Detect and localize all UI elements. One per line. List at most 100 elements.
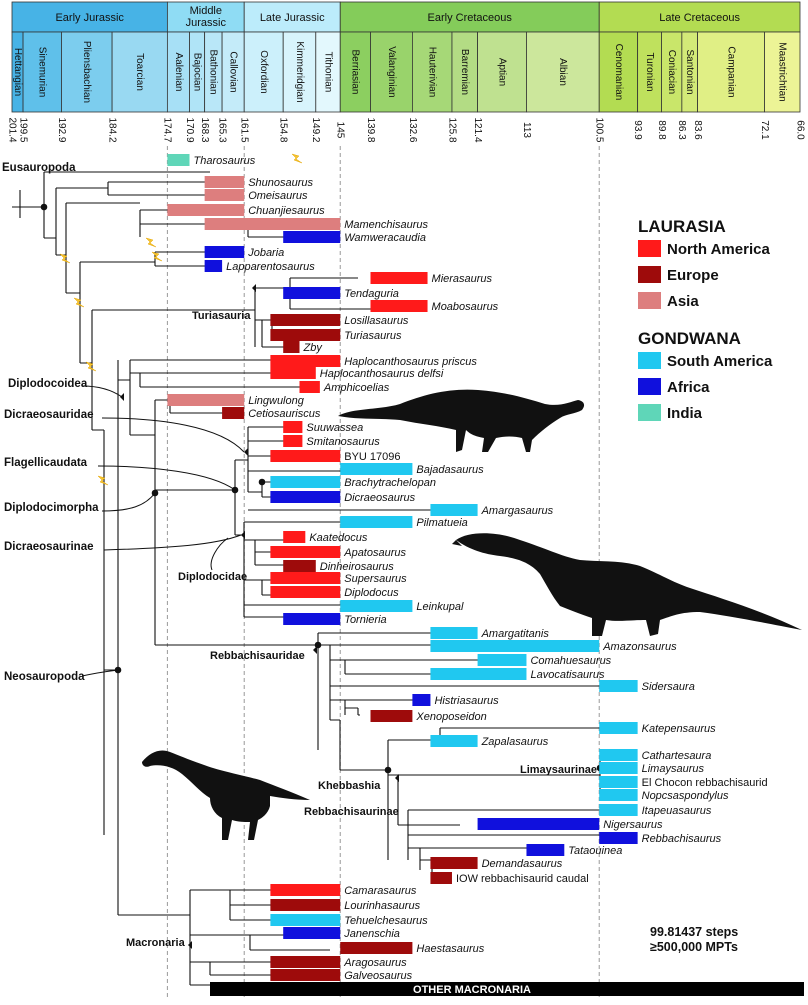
taxon-label-dinheirosaurus: Dinheirosaurus	[320, 561, 394, 573]
range-bar-nigersaurus	[477, 818, 600, 830]
tick-label: 113	[521, 122, 532, 138]
diplodocid-silhouette	[452, 533, 802, 636]
tick-label: 154.8	[278, 117, 289, 142]
range-bar-pilmatueia	[340, 516, 413, 528]
stage-label: Bathonian	[208, 49, 219, 94]
range-bar-amphicoelias	[299, 381, 320, 393]
range-bar-aragosaurus	[270, 956, 341, 968]
taxon-label-mierasaurus: Mierasaurus	[432, 273, 493, 285]
range-bar-zby	[283, 341, 300, 353]
stage-cell	[598, 31, 639, 113]
taxon-label-galveosaurus: Galveosaurus	[344, 970, 412, 982]
range-bar-camarasaurus	[270, 884, 341, 896]
stage-label: Turonian	[644, 52, 655, 91]
range-bar-xenoposeidon	[370, 710, 413, 722]
taxon-label-demandasaurus: Demandasaurus	[482, 858, 563, 870]
taxon-label-tharosaurus: Tharosaurus	[194, 155, 256, 167]
range-bar-suuwassea	[283, 421, 303, 433]
taxon-label-byu-17096: BYU 17096	[344, 451, 400, 463]
range-bar-apatosaurus	[270, 546, 341, 558]
range-bar-haplocanthosaurus-priscus	[270, 355, 341, 367]
tick-label: 121.4	[472, 117, 483, 142]
taxon-label-sidersaura: Sidersaura	[642, 681, 695, 693]
taxon-label-diplodocus: Diplodocus	[344, 587, 399, 599]
tick-label: 161.5	[239, 117, 250, 142]
biogeography-legend: LAURASIA North America Europe Asia GONDW…	[638, 217, 773, 422]
range-bar-nopcsaspondylus	[599, 789, 638, 801]
taxon-label-lavocatisaurus: Lavocatisaurus	[530, 669, 604, 681]
clade-label-flagellicaudata: Flagellicaudata	[4, 457, 88, 469]
yellow-marker-icon	[291, 153, 303, 164]
rebbachisaurid-silhouette	[142, 750, 310, 840]
taxon-label-chuanjiesaurus: Chuanjiesaurus	[248, 205, 325, 217]
taxon-label-shunosaurus: Shunosaurus	[248, 177, 313, 189]
yellow-marker-icon	[59, 253, 71, 264]
epoch-cell	[243, 1, 341, 33]
taxon-label-comahuesaurus: Comahuesaurus	[530, 655, 611, 667]
range-bar-lingwulong	[167, 394, 245, 406]
taxon-label-mamenchisaurus: Mamenchisaurus	[344, 219, 428, 231]
yellow-marker-icon	[85, 361, 97, 372]
other-macronaria-label: OTHER MACRONARIA	[413, 984, 531, 996]
range-bar-katepensaurus	[599, 722, 638, 734]
yellow-marker-icon	[151, 251, 163, 262]
taxon-label-pilmatueia: Pilmatueia	[416, 517, 467, 529]
taxon-label-jobaria: Jobaria	[247, 247, 284, 259]
taxon-label-kaatedocus: Kaatedocus	[309, 532, 368, 544]
tick-label: 89.8	[656, 120, 667, 140]
range-bar-demandasaurus	[430, 857, 478, 869]
tick-label: 72.1	[759, 120, 770, 140]
range-bar-kaatedocus	[283, 531, 306, 543]
clade-label-dicraeosauridae: Dicraeosauridae	[4, 409, 94, 421]
legend-swatch-india	[638, 404, 661, 421]
yellow-marker-icons	[59, 153, 303, 486]
yellow-marker-icon	[145, 237, 157, 248]
legend-label-india: India	[667, 405, 703, 422]
taxon-label-janenschia: Janenschia	[343, 928, 400, 940]
cladogram-branches	[12, 171, 620, 986]
taxon-label-katepensaurus: Katepensaurus	[642, 723, 716, 735]
range-bar-moabosaurus	[370, 300, 428, 312]
stage-label: Campanian	[725, 46, 736, 97]
range-bar-dicraeosaurus	[270, 491, 341, 503]
stage-label: Pliensbachian	[81, 41, 92, 103]
range-bar-itapeuasaurus	[599, 804, 638, 816]
range-bar-chuanjiesaurus	[167, 204, 245, 216]
taxon-label-nopcsaspondylus: Nopcsaspondylus	[642, 790, 729, 802]
stage-label: Toarcian	[134, 53, 145, 91]
stage-cell	[526, 31, 600, 113]
stage-label: Aptian	[496, 58, 507, 86]
taxon-label-rebbachisaurus: Rebbachisaurus	[642, 833, 722, 845]
stage-cell	[61, 31, 113, 113]
stage-label: Sinemurian	[37, 47, 48, 98]
taxon-label-amazonsaurus: Amazonsaurus	[602, 641, 677, 653]
range-bar-tehuelchesaurus	[270, 914, 341, 926]
range-bar-janenschia	[283, 927, 341, 939]
tick-label: 145	[335, 122, 346, 139]
range-bar-mamenchisaurus	[204, 218, 341, 230]
clade-label-rebbachisauridae: Rebbachisauridae	[210, 650, 305, 662]
range-bar-el-chocon-rebbachisaurid	[599, 776, 638, 788]
range-bar-byu-17096	[270, 450, 341, 462]
clade-label-khebbashia: Khebbashia	[318, 780, 381, 792]
range-bar-rebbachisaurus	[599, 832, 638, 844]
dicraeosaurid-silhouette	[338, 389, 585, 452]
tick-label: 170.9	[184, 117, 195, 142]
taxon-range-bars	[167, 154, 638, 981]
range-bar-amazonsaurus	[430, 640, 600, 652]
range-bar-haestasaurus	[340, 942, 413, 954]
legend-swatch-south-america	[638, 352, 661, 369]
range-bar-bajadasaurus	[340, 463, 413, 475]
range-bar-dinheirosaurus	[283, 560, 316, 572]
stage-label: Berriasian	[350, 49, 361, 94]
clade-label-diplodocidae: Diplodocidae	[178, 571, 247, 583]
tick-label: 192.9	[56, 117, 67, 142]
range-bar-lavocatisaurus	[430, 668, 527, 680]
taxon-label-haplocanthosaurus-delfsi: Haplocanthosaurus delfsi	[320, 368, 444, 380]
taxon-label-leinkupal: Leinkupal	[416, 601, 464, 613]
tick-label: 125.8	[446, 117, 457, 142]
range-bar-galveosaurus	[270, 969, 341, 981]
range-bar-lourinhasaurus	[270, 899, 341, 911]
tick-label: 83.6	[692, 120, 703, 140]
taxon-label-moabosaurus: Moabosaurus	[432, 301, 499, 313]
